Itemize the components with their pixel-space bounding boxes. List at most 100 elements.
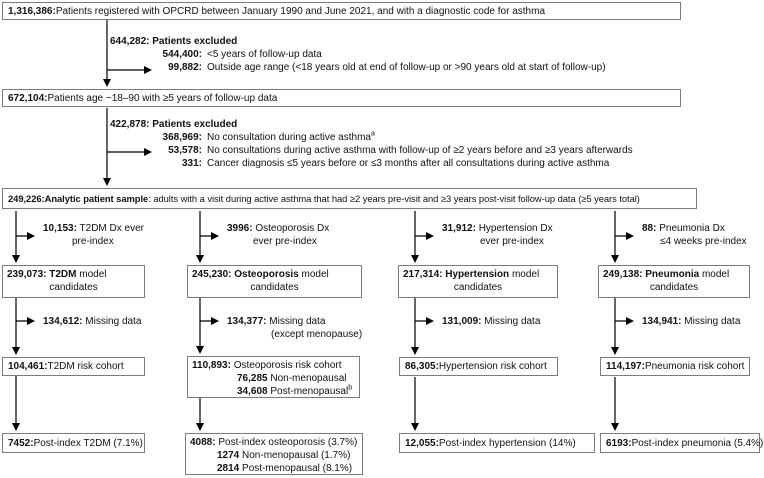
model-htn-suffix: model <box>509 269 540 280</box>
branch-t2dm-count: 10,153: <box>43 223 77 234</box>
analytic-count: 249,226: <box>8 193 45 204</box>
branch-osteo-count: 3996: <box>227 223 253 234</box>
exclusion-block-2: 422,878: Patients excluded 368,969: No c… <box>107 118 633 170</box>
missing-pna-count: 134,941: <box>642 316 682 327</box>
risk-t2dm-text: T2DM risk cohort <box>47 361 124 372</box>
branch-pna-count: 88: <box>642 223 657 234</box>
model-box-pneumonia: 249,138: Pneumonia model candidates <box>598 265 750 298</box>
exclusion1-count: 644,282: <box>110 36 150 47</box>
branch-htn-text2: ever pre-index <box>480 236 544 247</box>
exclusion2-item: 331: Cancer diagnosis ≤5 years before or… <box>107 157 633 170</box>
risk-osteo-sub1-count: 76,285 <box>237 373 268 384</box>
model-t2dm-count: 239,073: <box>7 269 47 280</box>
exclusion1-item2-text: Outside age range (<18 years old at end … <box>207 62 606 73</box>
risk-box-pneumonia: 114,197: Pneumonia risk cohort <box>600 357 750 376</box>
exclusion2-item: 368,969: No consultation during active a… <box>107 131 633 144</box>
final-osteo-sub2-text: Post-menopausal (8.1%) <box>239 463 353 474</box>
exclusion1-item1-count: 544,400: <box>162 49 202 60</box>
exclusion1-item: 99,882: Outside age range (<18 years old… <box>107 61 606 74</box>
model-t2dm-name: T2DM <box>46 269 77 280</box>
exclusion2-header: 422,878: Patients excluded <box>107 118 633 131</box>
branch-osteo-text: Osteoporosis Dx <box>252 223 330 234</box>
final-htn-text: Post-index hypertension (14%) <box>438 437 576 449</box>
model-box-hypertension: 217,314: Hypertension model candidates <box>398 265 558 298</box>
final-pna-count: 6193: <box>606 437 632 449</box>
final-osteo-text: Post-index osteoporosis (3.7%) <box>215 437 358 448</box>
final-osteo-sub1-text: Non-menopausal (1.7%) <box>239 450 351 461</box>
branch-label-hypertension: 31,912: Hypertension Dx ever pre-index <box>442 222 553 248</box>
missing-osteo-count: 134,377: <box>227 316 267 327</box>
final-osteo-count: 4088: <box>190 437 216 448</box>
model-osteo-count: 245,230: <box>192 269 232 280</box>
registered-text: Patients registered with OPCRD between J… <box>55 5 546 17</box>
final-t2dm-text: Post-index T2DM (7.1%) <box>33 437 143 449</box>
model-t2dm-line2: candidates <box>49 282 98 293</box>
final-t2dm-count: 7452: <box>8 437 34 449</box>
risk-box-hypertension: 86,305: Hypertension risk cohort <box>399 357 558 376</box>
model-box-t2dm: 239,073: T2DM model candidates <box>2 265 145 298</box>
branch-pna-text: Pneumonia Dx <box>656 223 725 234</box>
branch-htn-text: Hypertension Dx <box>475 223 553 234</box>
risk-osteo-text: Osteoporosis risk cohort <box>230 360 342 371</box>
model-pna-line2: candidates <box>649 282 699 293</box>
exclusion1-item1-text: <5 years of follow-up data <box>207 49 322 60</box>
final-box-pneumonia: 6193: Post-index pneumonia (5.4%) <box>600 433 763 453</box>
exclusion1-header: 644,282: Patients excluded <box>107 35 606 48</box>
risk-osteo-count: 110,893: <box>192 360 231 371</box>
exclusion2-item: 53,578: No consultations during active a… <box>107 144 633 157</box>
model-pna-suffix: model <box>699 269 730 280</box>
exclusion1-item2-count: 99,882: <box>168 62 202 73</box>
exclusion2-item1-count: 368,969: <box>162 132 202 143</box>
missing-t2dm-text: Missing data <box>82 316 142 327</box>
risk-osteo-sub2-text: Post-menopausal <box>267 386 349 397</box>
missing-htn-count: 131,009: <box>442 316 482 327</box>
model-htn-count: 217,314: <box>403 269 443 280</box>
risk-box-osteoporosis: 110,893: Osteoporosis risk cohort 76,285… <box>187 356 360 398</box>
missing-label-hypertension: 131,009: Missing data <box>442 315 540 328</box>
risk-osteo-sub1-text: Non-menopausal <box>267 373 347 384</box>
missing-pna-text: Missing data <box>681 316 741 327</box>
model-osteo-suffix: model <box>298 269 329 280</box>
final-box-hypertension: 12,055: Post-index hypertension (14%) <box>399 433 595 453</box>
missing-osteo-text2: (except menopause) <box>271 329 363 340</box>
box-age-filtered: 672,104: Patients age ~18–90 with ≥5 yea… <box>2 89 681 107</box>
branch-label-pneumonia: 88: Pneumonia Dx ≤4 weeks pre-index <box>642 222 747 248</box>
risk-htn-text: Hypertension risk cohort <box>438 361 547 372</box>
risk-box-t2dm: 104,461: T2DM risk cohort <box>2 357 145 376</box>
final-osteo-sub2-count: 2814 <box>217 463 240 474</box>
missing-osteo-text: Missing data <box>266 316 326 327</box>
analytic-title: Analytic patient sample <box>44 193 149 204</box>
branch-osteo-text2: ever pre-index <box>253 236 317 247</box>
risk-pna-text: Pneumonia risk cohort <box>644 361 745 372</box>
age-filtered-text: Patients age ~18–90 with ≥5 years of fol… <box>47 92 278 104</box>
exclusion2-item1-text: No consultation during active asthmaa <box>207 130 375 143</box>
exclusion-block-1: 644,282: Patients excluded 544,400: <5 y… <box>107 35 606 74</box>
missing-label-t2dm: 134,612: Missing data <box>43 315 141 328</box>
box-registered-patients: 1,316,386: Patients registered with OPCR… <box>2 2 681 20</box>
exclusion2-count: 422,878: <box>110 119 150 130</box>
missing-label-pneumonia: 134,941: Missing data <box>642 315 740 328</box>
model-osteo-name: Osteoporosis <box>231 269 299 280</box>
footnote-a-marker: a <box>370 130 375 138</box>
model-box-osteoporosis: 245,230: Osteoporosis model candidates <box>187 265 362 298</box>
exclusion1-item: 544,400: <5 years of follow-up data <box>107 48 606 61</box>
risk-osteo-sub2-count: 34,608 <box>237 386 268 397</box>
branch-label-t2dm: 10,153: T2DM Dx ever pre-index <box>43 222 144 248</box>
exclusion1-header-text: Patients excluded <box>149 36 238 47</box>
branch-htn-count: 31,912: <box>442 223 476 234</box>
model-htn-name: Hypertension <box>442 269 510 280</box>
exclusion2-header-text: Patients excluded <box>149 119 238 130</box>
missing-htn-text: Missing data <box>481 316 541 327</box>
model-pna-name: Pneumonia <box>642 269 700 280</box>
risk-htn-count: 86,305: <box>405 361 439 372</box>
exclusion2-item2-text: No consultations during active asthma wi… <box>207 145 633 156</box>
branch-pna-text2: ≤4 weeks pre-index <box>660 236 747 247</box>
final-htn-count: 12,055: <box>405 437 439 449</box>
box-analytic-sample: 249,226: Analytic patient sample: adults… <box>2 188 697 209</box>
risk-pna-count: 114,197: <box>606 361 645 372</box>
missing-t2dm-count: 134,612: <box>43 316 83 327</box>
branch-t2dm-text: T2DM Dx ever <box>76 223 144 234</box>
model-htn-line2: candidates <box>453 282 503 293</box>
